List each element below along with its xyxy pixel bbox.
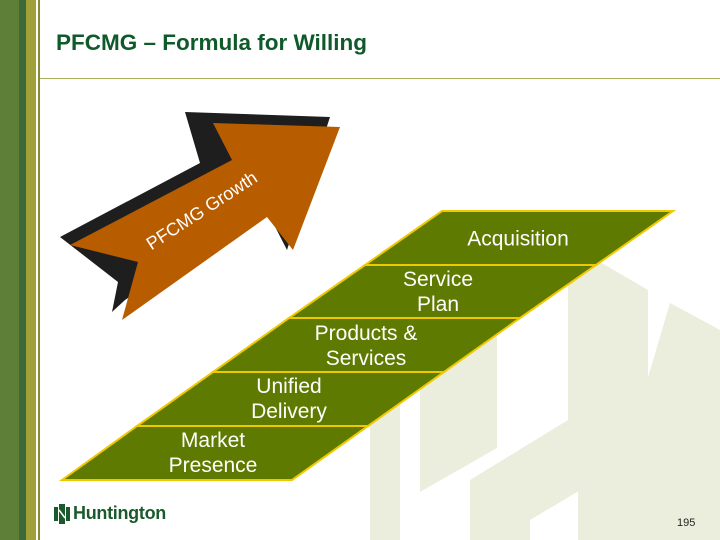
band-text: Service <box>402 268 474 291</box>
side-bar-dark <box>19 0 26 540</box>
huntington-logo-icon <box>54 503 70 524</box>
band-text: Services <box>325 347 407 370</box>
side-bar-green <box>0 0 19 540</box>
logo-text: Huntington <box>73 503 166 523</box>
band-text: Plan <box>416 293 460 316</box>
side-bar-line <box>38 0 40 540</box>
title-divider <box>40 78 720 79</box>
band-text: Presence <box>168 454 258 477</box>
band-text: Products & <box>314 322 418 345</box>
huntington-logo: Huntington <box>54 503 166 524</box>
band-label-products-services: Products &Services <box>315 321 418 371</box>
side-bar-olive <box>26 0 36 540</box>
band-text: Unified <box>256 375 322 398</box>
band-text: Acquisition <box>467 227 569 251</box>
slide-title: PFCMG – Formula for Willing <box>56 30 368 55</box>
page-number: 195 <box>677 517 696 529</box>
band-label-acquisition: Acquisition <box>467 227 569 252</box>
band-text: Delivery <box>251 400 327 423</box>
band-market-presence <box>58 425 372 481</box>
growth-arrow <box>70 123 340 320</box>
band-text: Market <box>180 429 246 452</box>
formula-bands <box>58 210 677 481</box>
